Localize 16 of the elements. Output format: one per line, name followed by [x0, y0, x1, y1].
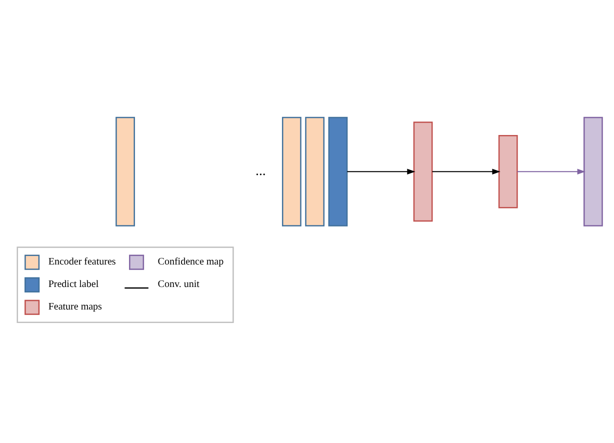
node-bar — [413, 122, 433, 222]
arrow — [346, 168, 416, 174]
arrow — [516, 168, 586, 174]
node-bar — [116, 116, 135, 226]
node-bar — [584, 116, 603, 226]
node-bar — [282, 116, 302, 226]
legend-label: Conv. unit — [158, 279, 200, 290]
legend-label: Predict label — [48, 279, 99, 290]
node-bar — [305, 116, 325, 226]
node-bar — [328, 116, 348, 226]
legend-label: Encoder features — [48, 256, 116, 268]
legend-label: Feature maps — [48, 302, 102, 313]
node-bar — [498, 135, 518, 208]
arrow — [432, 168, 500, 174]
label: ... — [256, 163, 266, 178]
legend-label: Confidence map — [158, 256, 224, 268]
